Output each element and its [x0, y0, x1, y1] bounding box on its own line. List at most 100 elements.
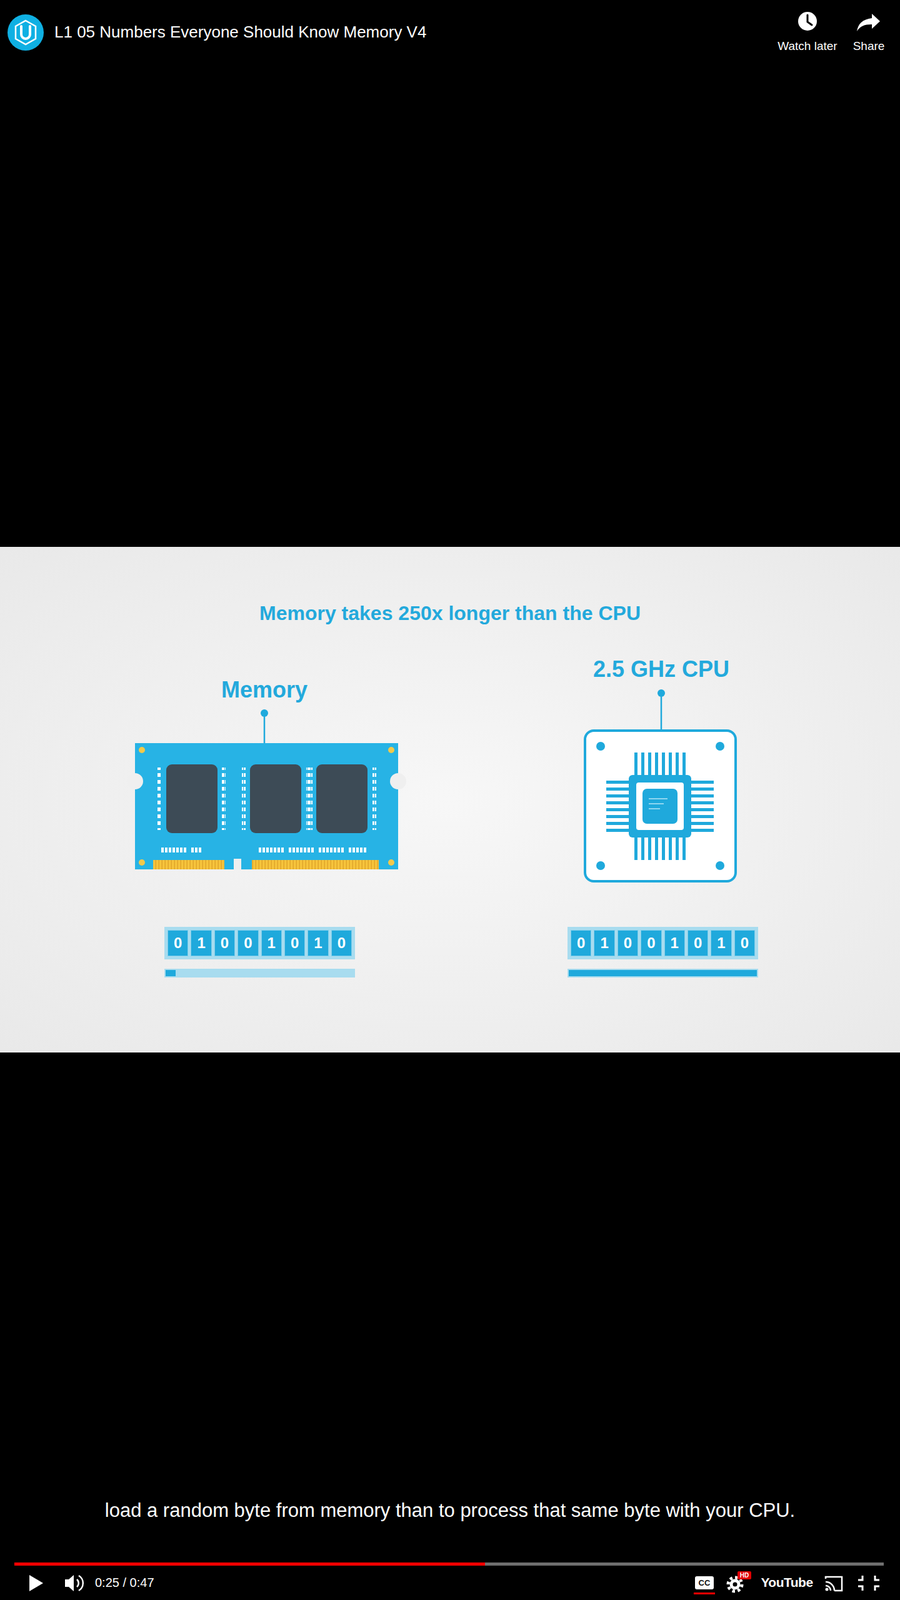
component-label: Memory	[221, 676, 308, 703]
bit-digit: 0	[215, 930, 235, 956]
silkscreen	[258, 847, 284, 853]
youtube-logo: YouTube	[755, 1575, 819, 1590]
silkscreen	[348, 847, 367, 853]
core-line	[648, 808, 660, 810]
bit-digit: 0	[571, 930, 591, 956]
silkscreen	[161, 847, 187, 853]
logo-mark	[21, 26, 30, 39]
video-title: L1 05 Numbers Everyone Should Know Memor…	[54, 22, 742, 42]
memory-illustration	[126, 709, 407, 870]
bit-digit: 0	[688, 930, 708, 956]
bit-rows	[164, 926, 759, 978]
bit-digit: 0	[285, 930, 305, 956]
cpu-pins	[632, 837, 688, 860]
chip-pins	[372, 767, 377, 830]
chip-pins	[157, 767, 162, 830]
bit-cell: 1	[664, 930, 685, 957]
cpu-pins	[632, 752, 688, 775]
bit-cell: 0	[284, 930, 305, 957]
leader-line	[660, 693, 663, 730]
core-line	[648, 798, 668, 800]
ram-hole	[138, 746, 145, 754]
bit-digit: 0	[735, 930, 755, 956]
memory-chip	[316, 764, 368, 834]
chip-pins	[221, 767, 226, 830]
bit-row-panel	[567, 926, 759, 960]
cpu-illustration	[585, 689, 736, 882]
bit-digit: 1	[594, 930, 614, 956]
gold-contacts	[251, 860, 379, 870]
progress-fill	[568, 970, 757, 977]
ram-hole	[388, 859, 395, 866]
seek-progress	[14, 1562, 485, 1566]
bit-cell: 0	[687, 930, 709, 957]
settings-gear	[730, 1579, 741, 1590]
bit-cell: 1	[190, 930, 212, 957]
bit-row-panel	[164, 926, 355, 960]
silkscreen	[288, 847, 314, 853]
cc-underline	[693, 1592, 715, 1595]
play-icon	[29, 1575, 44, 1592]
cast-dot	[825, 1588, 829, 1592]
logo-hexagon	[15, 20, 36, 45]
core-line	[648, 803, 664, 805]
bit-cell: 0	[617, 930, 639, 957]
bit-digit: 1	[711, 930, 731, 956]
cpu-pins	[606, 778, 629, 834]
silkscreen	[318, 847, 344, 853]
progress-track	[567, 968, 759, 978]
bit-cell: 0	[734, 930, 755, 957]
chip-pins	[241, 767, 246, 830]
bit-digit: 1	[261, 930, 282, 956]
bit-digit: 1	[308, 930, 328, 956]
bit-cell: 0	[331, 930, 352, 957]
bit-cell: 0	[570, 930, 592, 957]
ram-notch	[126, 773, 144, 790]
cc-icon	[695, 1576, 714, 1590]
bit-digit: 0	[168, 930, 188, 956]
ram-board	[135, 743, 399, 870]
cpu-screw	[596, 741, 605, 751]
gold-contacts	[153, 860, 225, 870]
memory-module: Memory	[133, 676, 396, 870]
cc-icon-text: CC	[695, 1578, 714, 1588]
leader-line	[263, 713, 266, 744]
cpu-core	[642, 788, 678, 824]
ram-hole	[388, 746, 395, 754]
time-display: 0:25 / 0:47	[95, 1575, 233, 1590]
hd-badge: HD	[737, 1571, 752, 1580]
bit-cell: 0	[237, 930, 259, 957]
player-controls	[14, 1562, 884, 1595]
subtitle-caption: load a random byte from memory than to p…	[12, 1498, 888, 1523]
bit-cell: 0	[640, 930, 662, 957]
silkscreen	[191, 847, 202, 853]
cpu-screw	[715, 741, 725, 751]
ram-notch	[390, 773, 407, 790]
cpu-chip: 2.5 GHz CPU	[575, 656, 748, 883]
bit-cell: 1	[307, 930, 329, 957]
volume-wave	[78, 1575, 84, 1591]
component-label: 2.5 GHz CPU	[593, 656, 730, 682]
cpu-screw	[596, 861, 605, 870]
hd-badge-bg	[737, 1571, 752, 1580]
key-notch	[233, 858, 242, 870]
bit-digit: 1	[665, 930, 685, 956]
cpu-frame	[585, 730, 736, 882]
memory-chip	[250, 764, 302, 834]
clock-hands	[807, 15, 812, 25]
bit-cell: 1	[593, 930, 615, 957]
clock-icon	[798, 11, 817, 31]
progress-track	[164, 968, 355, 978]
volume-icon	[65, 1575, 74, 1592]
video-frame	[0, 546, 900, 1053]
memory-chip	[166, 764, 218, 834]
bit-digit: 1	[191, 930, 211, 956]
cast-waves	[825, 1581, 835, 1591]
ram-hole	[138, 859, 145, 866]
button-label: Share	[840, 39, 897, 54]
cpu-pins	[691, 778, 714, 834]
channel-logo	[7, 14, 44, 51]
